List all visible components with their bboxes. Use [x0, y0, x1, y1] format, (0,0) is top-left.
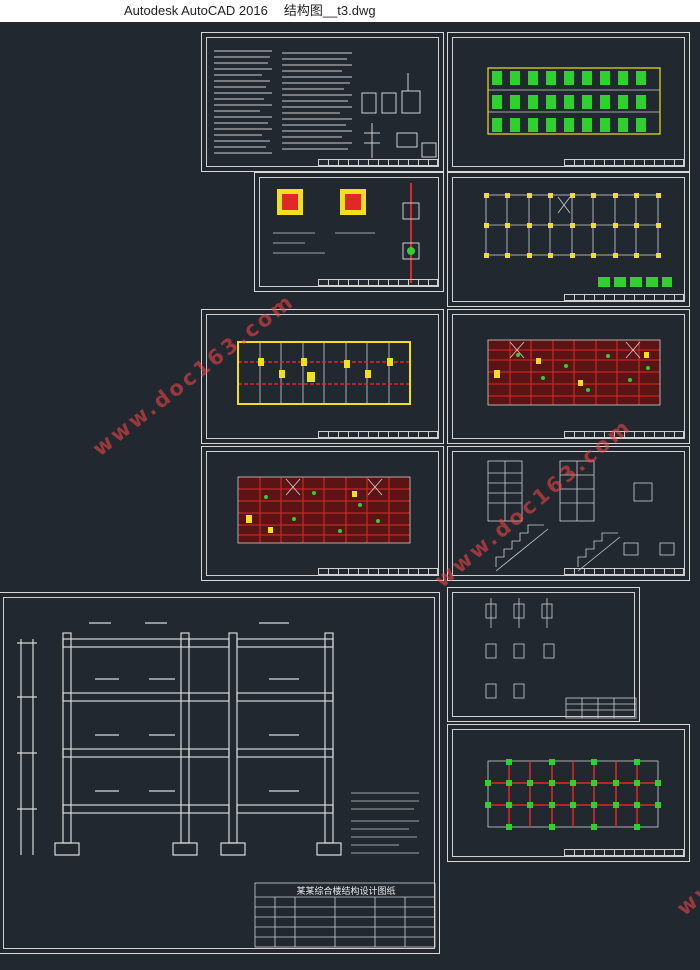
document-title: 结构图__t3.dwg — [283, 3, 376, 18]
sheet-border — [452, 177, 685, 302]
sheet-beam-layout-1[interactable] — [201, 309, 444, 444]
stair-detail-drawings — [487, 460, 675, 572]
sheet-column-layout[interactable] — [447, 172, 690, 307]
slab-plan-drawing — [487, 339, 661, 406]
sheet-border — [452, 451, 685, 576]
sheet-border — [206, 37, 439, 167]
sheet-border — [452, 37, 685, 167]
title-block — [564, 849, 684, 856]
column-detail-drawings — [273, 183, 420, 283]
sheet-frame-elevation[interactable]: 某某综合楼结构设计图纸 — [0, 592, 440, 954]
app-title: Autodesk AutoCAD 2016 — [124, 3, 268, 18]
title-block — [564, 431, 684, 438]
title-bar: Autodesk AutoCAD 2016 结构图__t3.dwg — [0, 0, 700, 22]
title-block — [318, 279, 438, 286]
title-block — [318, 568, 438, 575]
drawing-canvas[interactable]: 某某综合楼结构设计图纸 — [0, 22, 700, 970]
beam-plan-drawing — [237, 341, 411, 405]
sheet-border — [452, 314, 685, 439]
foundation-grid — [487, 67, 661, 135]
title-block — [564, 159, 684, 166]
roof-plan-drawing — [485, 759, 661, 830]
bottom-table-title: 某某综合楼结构设计图纸 — [296, 887, 396, 897]
sheet-border — [452, 729, 685, 857]
sheet-border — [259, 177, 439, 287]
sheet-border — [452, 592, 635, 717]
beam-section-drawings — [485, 598, 637, 719]
sheet-column-details[interactable] — [254, 172, 444, 292]
sheet-stair-details[interactable] — [447, 446, 690, 581]
sheet-slab-reinforcement-2[interactable] — [201, 446, 444, 581]
sheet-slab-reinforcement-1[interactable] — [447, 309, 690, 444]
notes-text-block — [214, 50, 437, 158]
title-block — [564, 568, 684, 575]
sheet-roof-plan[interactable] — [447, 724, 690, 862]
column-grid-plan — [484, 193, 672, 287]
sheet-beam-sections[interactable] — [447, 587, 640, 722]
frame-elevation-drawing — [17, 622, 436, 948]
sheet-border — [206, 314, 439, 439]
sheet-foundation-plan[interactable] — [447, 32, 690, 172]
title-block — [318, 431, 438, 438]
sheet-border — [3, 597, 435, 949]
title-block — [564, 294, 684, 301]
title-block — [318, 159, 438, 166]
sheet-border — [206, 451, 439, 576]
slab-plan-drawing-2 — [237, 476, 411, 544]
sheet-general-notes[interactable] — [201, 32, 444, 172]
